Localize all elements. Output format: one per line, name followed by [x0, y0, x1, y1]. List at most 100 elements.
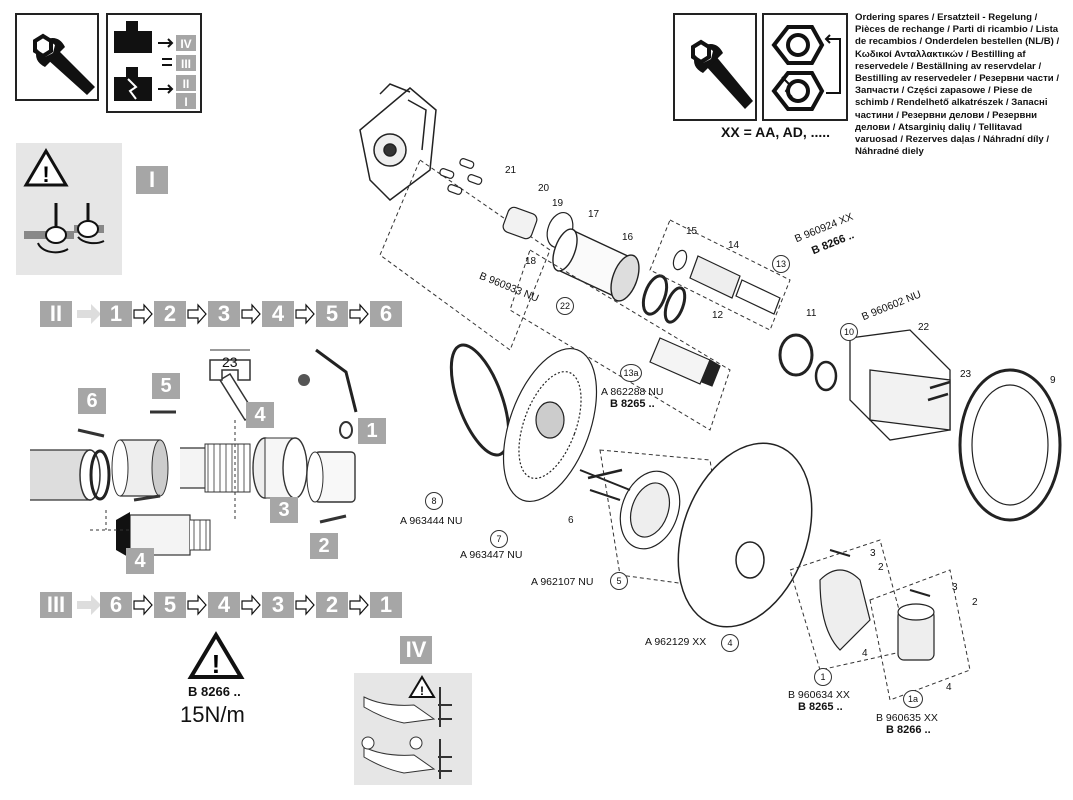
callout-13a: 13a [620, 364, 642, 382]
wrench-size-label: 23 [222, 354, 238, 370]
assembly-step-6: 6 [78, 388, 106, 414]
svg-text:!: ! [212, 649, 221, 679]
callout-7: 7 [490, 530, 508, 548]
step-i-panel: ! [16, 143, 122, 275]
svg-text:I: I [184, 95, 187, 109]
warning-icon: ! [23, 148, 105, 254]
part-b960634: B 960634 XX [788, 689, 850, 701]
part-a962129: A 962129 XX [645, 636, 707, 648]
arrow-right-icon [187, 303, 207, 325]
svg-text:!: ! [42, 162, 49, 187]
torque-code: B 8266 .. [188, 684, 241, 699]
spanner-icon-box-right [673, 13, 757, 121]
step-ii-item: 2 [154, 301, 186, 327]
arrow-right-icon [133, 303, 153, 325]
xx-variants-text: XX = AA, AD, ..... [721, 124, 831, 140]
callout-3: 3 [870, 548, 876, 559]
disassembly-steps-icon-box: IV III II I [106, 13, 202, 113]
callout-4b: 4 [862, 648, 868, 659]
cartridge-steps-icon: IV III II I [114, 21, 196, 109]
ordering-spares-text: Ordering spares / Ersatzteil - Regelung … [855, 12, 1060, 158]
handle-calibration-illustration: ! [361, 675, 452, 779]
callout-5: 5 [610, 572, 628, 590]
exploded-parts-diagram [359, 83, 1062, 701]
arrow-right-icon [77, 304, 101, 324]
arrow-right-icon [295, 594, 315, 616]
callout-12: 12 [712, 310, 724, 321]
part-a963444: A 963444 NU [400, 515, 463, 527]
callout-16: 16 [622, 232, 634, 243]
part-b960634-code: B 8265 .. [798, 701, 843, 713]
torque-value: 15N/m [180, 702, 245, 727]
step-iv-panel: ! [354, 673, 472, 785]
part-a963447: A 963447 NU [460, 549, 523, 561]
callout-18: 18 [525, 256, 537, 267]
callout-15: 15 [686, 226, 698, 237]
step-iii-item: 4 [208, 592, 240, 618]
callout-3b: 3 [952, 582, 958, 593]
step-iii-label: III [40, 592, 72, 618]
callout-4: 4 [721, 634, 739, 652]
nut-replace-icon-box [762, 13, 848, 121]
callout-2: 2 [878, 562, 884, 573]
arrow-right-icon [241, 303, 261, 325]
callout-13: 13 [772, 255, 790, 273]
callout-17: 17 [588, 209, 600, 220]
svg-text:IV: IV [180, 37, 191, 51]
callout-8: 8 [425, 492, 443, 510]
callout-21: 21 [505, 165, 517, 176]
step-iii-item: 2 [316, 592, 348, 618]
part-b960635-code: B 8266 .. [886, 724, 931, 736]
spanner-icon-box [15, 13, 99, 101]
callout-22b: 22 [918, 322, 930, 333]
valve-body [359, 83, 437, 201]
assembly-step-3: 3 [270, 497, 298, 523]
step-ii-label: II [40, 301, 72, 327]
svg-text:III: III [181, 57, 191, 71]
step-iv-label: IV [400, 636, 432, 664]
assembly-step-2: 2 [310, 533, 338, 559]
callout-9: 9 [1050, 375, 1056, 386]
assembly-step-1: 1 [358, 418, 386, 444]
arrow-right-icon [77, 595, 101, 615]
step-ii-item: 3 [208, 301, 240, 327]
spanner-icon [691, 39, 753, 109]
spanner-icon [33, 33, 95, 95]
arrow-right-icon [349, 594, 369, 616]
part-a862288: A 862288 NU [601, 386, 664, 398]
callout-1a: 1a [903, 690, 923, 708]
arrow-right-icon [349, 303, 369, 325]
step-ii-item: 1 [100, 301, 132, 327]
nut-replace-icon [771, 25, 841, 111]
svg-text:!: ! [420, 684, 424, 698]
part-b960635: B 960635 XX [876, 712, 938, 724]
callout-1: 1 [814, 668, 832, 686]
callout-19: 19 [552, 198, 564, 209]
cartridge-assembly-illustration [30, 348, 358, 558]
callout-2b: 2 [972, 597, 978, 608]
part-a862288-code: B 8265 .. [610, 398, 655, 410]
step-i-label: I [136, 166, 168, 194]
svg-text:II: II [183, 77, 190, 91]
arrow-right-icon [241, 594, 261, 616]
step-iii-item: 1 [370, 592, 402, 618]
assembly-step-4-lower: 4 [126, 548, 154, 574]
arrow-right-icon [133, 594, 153, 616]
warning-icon: ! [187, 631, 245, 679]
step-iii-item: 6 [100, 592, 132, 618]
step-ii-item: 5 [316, 301, 348, 327]
callout-14: 14 [728, 240, 740, 251]
step-ii-sequence: II 1 2 3 4 5 6 [40, 301, 402, 327]
assembly-step-4: 4 [246, 402, 274, 428]
callout-22: 22 [556, 297, 574, 315]
callout-6: 6 [568, 515, 574, 526]
step-iii-item: 3 [262, 592, 294, 618]
step-ii-item: 6 [370, 301, 402, 327]
callout-4c: 4 [946, 682, 952, 693]
step-ii-item: 4 [262, 301, 294, 327]
callout-11: 11 [806, 308, 817, 319]
assembly-step-5: 5 [152, 373, 180, 399]
callout-20: 20 [538, 183, 550, 194]
step-iii-sequence: III 6 5 4 3 2 1 [40, 592, 402, 618]
arrow-right-icon [187, 594, 207, 616]
